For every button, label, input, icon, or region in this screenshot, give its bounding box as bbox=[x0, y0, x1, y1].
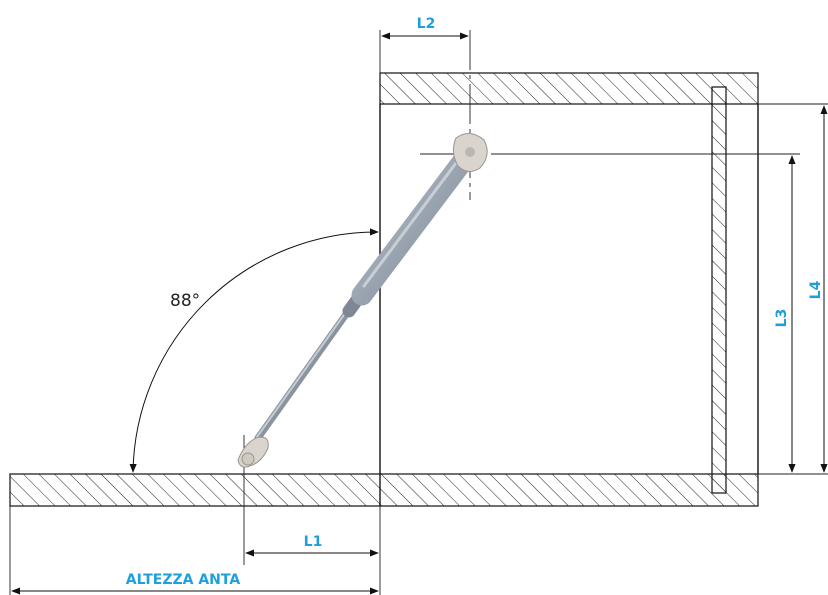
strut-cylinder bbox=[351, 150, 474, 306]
strut-cylinder-shine bbox=[362, 157, 461, 288]
strut-rod bbox=[254, 302, 356, 442]
dim-label-altezza-anta: ALTEZZA ANTA bbox=[126, 572, 241, 588]
dimension-arrows bbox=[11, 32, 828, 595]
bottom-panel bbox=[379, 473, 759, 507]
dim-label-l4: L4 bbox=[808, 280, 824, 299]
dim-label-l3: L3 bbox=[774, 309, 790, 328]
cabinet-structure bbox=[9, 72, 759, 507]
dim-label-l1: L1 bbox=[304, 534, 323, 550]
angle-label: 88° bbox=[170, 291, 200, 311]
gas-strut bbox=[237, 133, 488, 468]
top-panel bbox=[379, 72, 759, 105]
extension-lines bbox=[9, 30, 828, 595]
back-panel bbox=[711, 86, 727, 494]
strut-rod-highlight bbox=[256, 304, 352, 438]
dim-label-l2: L2 bbox=[417, 16, 436, 32]
door-panel-open bbox=[9, 473, 381, 507]
angle-arc bbox=[129, 228, 379, 473]
